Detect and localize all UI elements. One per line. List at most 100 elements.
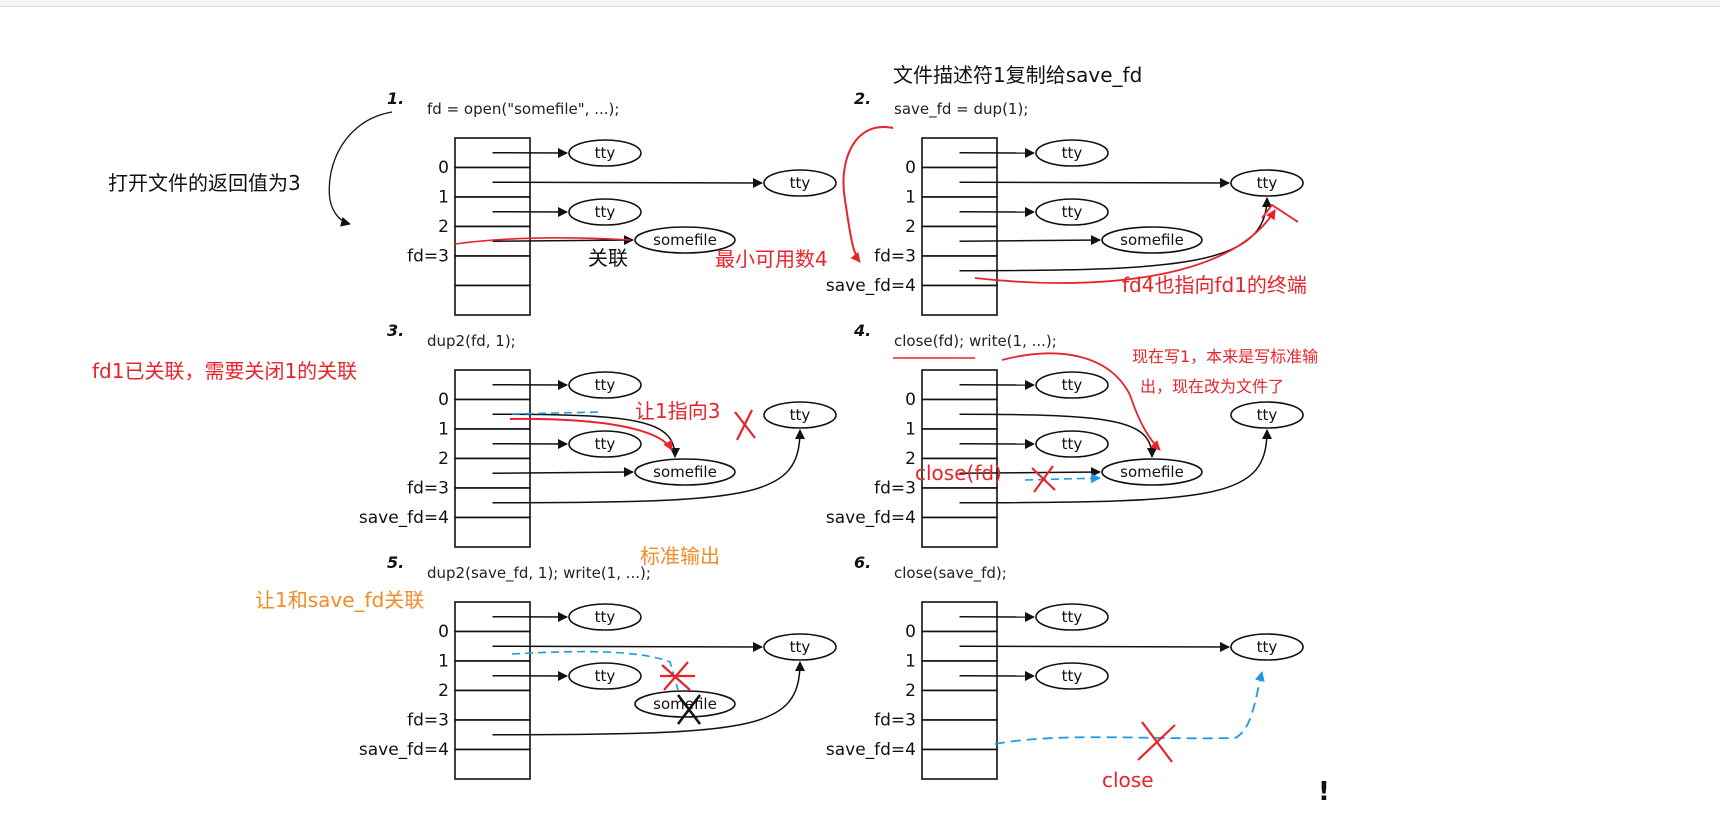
panel-3-annotations: fd1已关联，需要关闭1的关联 让1指向3 xyxy=(92,359,756,451)
tty-oval: tty xyxy=(1035,603,1109,631)
panel-code: close(save_fd); xyxy=(894,564,1007,583)
fd-label: 1 xyxy=(438,652,449,672)
fd-panel-2: 2.save_fd = dup(1);012fd=3save_fd=4ttytt… xyxy=(826,89,1304,316)
fd-table xyxy=(454,137,531,316)
oval-label: tty xyxy=(595,144,616,162)
fd-label: save_fd=4 xyxy=(826,508,916,528)
fd-table-cell xyxy=(454,748,531,780)
panel-number: 6. xyxy=(854,553,871,572)
open-brace-curve xyxy=(328,111,393,227)
fd-arrow xyxy=(492,413,680,458)
close-fd-label: close(fd) xyxy=(915,461,1002,485)
fd-label: 2 xyxy=(438,449,449,469)
oval-label: tty xyxy=(1062,144,1083,162)
now-write-line2: 出，现在改为文件了 xyxy=(1140,377,1284,396)
fd-label: 2 xyxy=(905,217,916,237)
panel-number: 2. xyxy=(854,89,871,108)
fd-label: 1 xyxy=(905,420,916,440)
tty-oval: tty xyxy=(763,169,837,197)
fd-panel-1: 1.fd = open("somefile", ...);012fd=3ttyt… xyxy=(387,89,837,316)
fd-label: 0 xyxy=(905,622,916,642)
fd-label: fd=3 xyxy=(407,711,449,731)
associate-red-underline xyxy=(454,237,631,245)
fd-label: save_fd=4 xyxy=(826,276,916,296)
fd-table-cell xyxy=(454,516,531,548)
oval-label: somefile xyxy=(653,231,717,249)
close-label: close xyxy=(1102,768,1154,792)
tty-oval: tty xyxy=(1230,401,1304,429)
tty-oval: tty xyxy=(568,198,642,226)
panel-code: fd = open("somefile", ...); xyxy=(427,100,619,118)
let1-blue-dashed xyxy=(511,411,601,415)
fd-label: 0 xyxy=(438,622,449,642)
panel6-red-cross xyxy=(1137,721,1176,763)
panel-number: 5. xyxy=(387,553,404,572)
fd-arrow xyxy=(959,467,1101,478)
close-fd-blue-dashed xyxy=(1024,473,1101,484)
oval-label: tty xyxy=(1257,174,1278,192)
fd-label: 2 xyxy=(905,449,916,469)
fd-label: fd=3 xyxy=(874,247,916,267)
oval-label: tty xyxy=(1062,608,1083,626)
fd-arrow xyxy=(492,661,805,736)
oval-label: tty xyxy=(1062,667,1083,685)
tty-oval: tty xyxy=(1035,430,1109,458)
fd-table-cell xyxy=(921,719,998,751)
fd-table xyxy=(921,369,998,548)
somefile-black-cross xyxy=(676,694,702,725)
fd-label: 0 xyxy=(438,390,449,410)
tty-oval: tty xyxy=(1035,371,1109,399)
fd-table-cell xyxy=(454,284,531,316)
fd-label: 1 xyxy=(905,652,916,672)
panel-code: dup2(fd, 1); xyxy=(427,332,516,350)
fd-arrow xyxy=(959,641,1230,652)
oval-label: tty xyxy=(595,667,616,685)
fd-label: save_fd=4 xyxy=(826,740,916,760)
now-write-line1: 现在写1，本来是写标准输 xyxy=(1132,347,1318,366)
fd4-red-tick xyxy=(1261,203,1299,223)
fd-arrow xyxy=(492,235,634,246)
fd-label: 2 xyxy=(438,681,449,701)
tty-oval: tty xyxy=(1035,139,1109,167)
stdout-label: 标准输出 xyxy=(640,544,720,568)
somefile-oval: somefile xyxy=(634,458,736,486)
oval-label: somefile xyxy=(1120,463,1184,481)
fd-label: fd=3 xyxy=(874,711,916,731)
fd-arrow xyxy=(492,429,805,504)
oval-label: tty xyxy=(1062,435,1083,453)
fd-label: fd=3 xyxy=(407,479,449,499)
fd-label: 1 xyxy=(438,420,449,440)
fd-label: save_fd=4 xyxy=(359,508,449,528)
fd-panel-5: 5. dup2(save_fd, 1); write(1, ...); 0 1 2 fd=… xyxy=(359,553,837,780)
cursor-glyph: ! xyxy=(1318,777,1330,807)
fd-arrow xyxy=(492,641,763,652)
somefile-oval: somefile xyxy=(1101,458,1203,486)
tty-oval: tty xyxy=(1035,198,1109,226)
fd-label: 2 xyxy=(438,217,449,237)
open-return-label: 打开文件的返回值为3 xyxy=(108,171,301,195)
fd-table xyxy=(454,369,531,548)
tty-oval: tty xyxy=(568,430,642,458)
fd4-red-curve xyxy=(974,209,1276,284)
fd-label: fd=3 xyxy=(407,247,449,267)
oval-label: tty xyxy=(790,174,811,192)
fd-arrow xyxy=(492,177,763,188)
let1-red-curve xyxy=(509,417,673,451)
fd-label: 1 xyxy=(905,188,916,208)
oval-label: tty xyxy=(790,406,811,424)
tty-oval: tty xyxy=(763,401,837,429)
window-top-strip xyxy=(0,0,1720,7)
panel-code: dup2(save_fd, 1); write(1, ...); xyxy=(427,564,651,583)
panel-2-annotations: 文件描述符1复制给save_fd 最小可用数4 fd4也指向fd1的终端 xyxy=(715,63,1307,297)
fd-arrow xyxy=(959,177,1230,188)
tty-oval: tty xyxy=(568,603,642,631)
tty-oval: tty xyxy=(763,633,837,661)
let1-point3-label: 让1指向3 xyxy=(635,399,720,423)
fd-table-cell xyxy=(921,689,998,721)
min-available-label: 最小可用数4 xyxy=(715,247,828,271)
panel-1-annotations: 打开文件的返回值为3 关联 xyxy=(108,111,631,270)
oval-label: tty xyxy=(1257,638,1278,656)
fd1-close-label: fd1已关联，需要关闭1的关联 xyxy=(92,359,357,383)
fd-panel-3: 3.dup2(fd, 1);012fd=3save_fd=4ttyttyttys… xyxy=(359,321,837,548)
